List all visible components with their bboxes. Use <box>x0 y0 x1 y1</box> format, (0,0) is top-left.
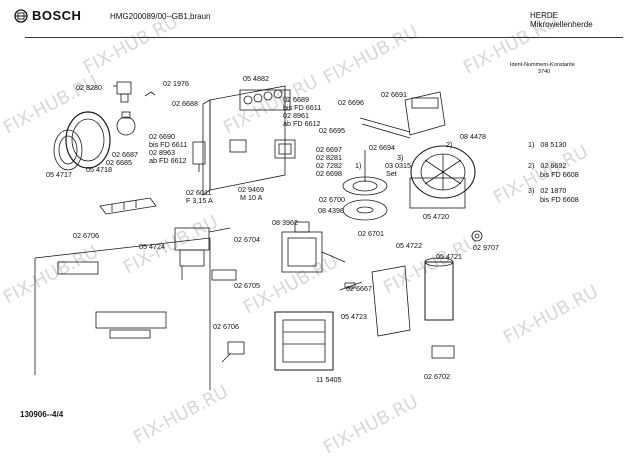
part-label: 05 4718 <box>86 165 112 174</box>
part-label: Set <box>386 169 397 178</box>
lamp-clip-icon <box>144 91 156 97</box>
part-label: 02 9707 <box>473 243 499 252</box>
category-subtitle: Mikrowellenherde <box>530 20 593 29</box>
part-label: 02 6701 <box>358 229 384 238</box>
part-label: 02 8281 <box>316 153 342 162</box>
footnote-1: 1) 08 5130 <box>528 140 567 149</box>
part-label: 02 9469 <box>238 185 264 194</box>
part-label: 2) <box>446 140 453 149</box>
plug-connector-icon <box>221 341 245 363</box>
part-label: 05 4720 <box>423 212 449 221</box>
thermal-fuse-icon <box>431 345 455 359</box>
part-label: 02 6690 <box>149 132 175 141</box>
model-number: HMG200089/00--GB1,braun <box>110 12 211 21</box>
part-label: 1) <box>355 161 362 170</box>
blower-wheel-icon <box>409 145 476 209</box>
lamp-socket-icon <box>113 81 132 103</box>
part-label: 03 0315 <box>385 161 411 170</box>
part-label: 11 5405 <box>316 375 342 384</box>
magnetron-icon <box>281 221 346 273</box>
part-label: 02 6700 <box>319 195 345 204</box>
part-label: 02 6667 <box>346 284 372 293</box>
fan-motor-icon <box>359 91 446 139</box>
part-label: 02 8280 <box>76 83 102 92</box>
page-code: 130906--4/4 <box>20 410 64 419</box>
part-label: 02 6706 <box>213 322 239 331</box>
fuse-holder-icon <box>99 197 157 215</box>
part-label: 02 6702 <box>424 372 450 381</box>
relay-icon <box>274 139 296 159</box>
door-ring-icon <box>53 111 111 171</box>
part-label: 02 6695 <box>319 126 345 135</box>
hv-bracket-icon <box>371 265 411 337</box>
part-label: ab FD 6612 <box>149 156 187 165</box>
part-label: 02 6697 <box>316 145 342 154</box>
part-label: M 10 A <box>240 193 263 202</box>
part-label: 05 4722 <box>396 241 422 250</box>
control-panel-frame-icon <box>202 85 291 196</box>
part-label: bis FD 6611 <box>283 103 322 112</box>
part-label: 02 8963 <box>149 148 175 157</box>
part-label: 02 6705 <box>234 281 260 290</box>
part-label: 08 4478 <box>460 132 486 141</box>
turntable-drive-icon <box>342 150 388 221</box>
header-divider <box>25 37 623 38</box>
ident-value: 3740 <box>538 69 551 75</box>
part-label: 02 6685 <box>106 158 132 167</box>
part-label: F 3,15 A <box>186 196 213 205</box>
part-label: 02 6011 <box>186 188 212 197</box>
part-label: 02 8961 <box>283 111 309 120</box>
transformer-icon <box>274 311 334 371</box>
part-label: 05 4723 <box>341 312 367 321</box>
part-label: 02 6696 <box>338 98 364 107</box>
part-label: 08 3962 <box>272 218 298 227</box>
part-label: 02 6688 <box>172 99 198 108</box>
part-label: 3) <box>397 153 404 162</box>
bosch-logo-icon <box>14 9 28 23</box>
footnote-3: 3) 02 1870 bis FD 6608 <box>528 186 579 204</box>
capacitor-icon <box>192 141 206 172</box>
part-label: 05 4721 <box>436 252 462 261</box>
knob-icon <box>471 230 483 242</box>
part-label: 02 6694 <box>369 143 395 152</box>
part-label: 02 6698 <box>316 169 342 178</box>
part-label: 05 4724 <box>139 242 165 251</box>
part-label: 08 4398 <box>318 206 344 215</box>
brand-name: BOSCH <box>32 8 82 23</box>
part-label: 02 6704 <box>234 235 260 244</box>
category-title: HERDE <box>530 11 559 20</box>
door-frame-icon <box>34 237 211 390</box>
part-label: 02 6687 <box>112 150 138 159</box>
part-label: 02 6706 <box>73 231 99 240</box>
part-label: 02 6691 <box>381 90 407 99</box>
part-label: 02 1976 <box>163 79 189 88</box>
ident-label: Ident-Nummern-Konstante <box>510 62 575 68</box>
part-label: ab FD 6612 <box>283 119 321 128</box>
interlock-switch-icon <box>174 227 237 281</box>
part-label: 05 4882 <box>243 74 269 83</box>
footnote-2: 2) 02 6692 bis FD 6608 <box>528 161 579 179</box>
part-label: 02 7282 <box>316 161 342 170</box>
part-label: bis FD 6611 <box>149 140 188 149</box>
part-label: 02 6689 <box>283 95 309 104</box>
diode-icon <box>339 281 363 291</box>
hv-capacitor-icon <box>424 257 454 321</box>
part-label: 05 4717 <box>46 170 72 179</box>
lamp-bulb-icon <box>116 111 136 136</box>
